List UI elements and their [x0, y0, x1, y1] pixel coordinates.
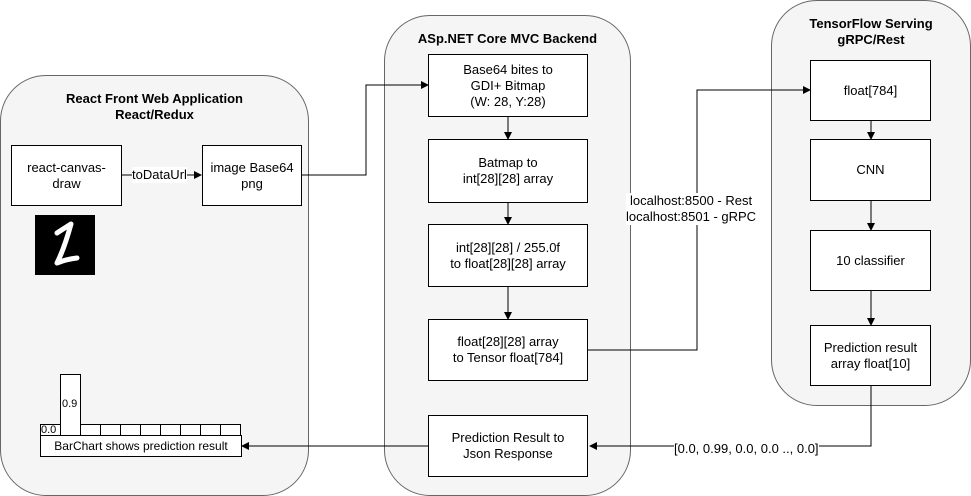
react-canvas-draw-box: react-canvas- draw: [11, 145, 122, 206]
endpoints-label: localhost:8500 - Rest localhost:8501 - g…: [626, 193, 757, 225]
todataurl-label: toDataUrl: [132, 167, 187, 183]
image-base64-box: image Base64 png: [202, 145, 302, 206]
handwritten-one-icon: [54, 221, 80, 266]
bar-short-value: 0.0: [41, 424, 57, 436]
classifier-box: 10 classifier: [810, 230, 931, 291]
float784-input-box: float[784]: [810, 60, 931, 121]
bar-tall-value: 0.9: [62, 398, 78, 410]
aspnet-backend-title: ASp.NET Core MVC Backend: [417, 31, 598, 46]
tensor-conversion-box: float[28][28] array to Tensor float[784]: [428, 319, 588, 381]
barchart-caption-box: BarChart shows prediction result: [40, 435, 242, 457]
json-response-box: Prediction Result to Json Response: [428, 415, 588, 477]
result-array-label: [0.0, 0.99, 0.0, 0.0 .., 0.0]: [674, 441, 819, 457]
bitmap-conversion-box: Base64 bites to GDI+ Bitmap (W: 28, Y:28…: [428, 54, 588, 117]
cnn-box: CNN: [810, 139, 931, 201]
normalize-array-box: int[28][28] / 255.0f to float[28][28] ar…: [428, 224, 588, 287]
tensorflow-serving-title: TensorFlow Serving gRPC/Rest: [809, 16, 933, 47]
digit-one-image: [35, 215, 95, 275]
prediction-result-box: Prediction result array float[10]: [810, 325, 931, 386]
react-frontend-title: React Front Web Application React/Redux: [66, 91, 243, 122]
batmap-array-box: Batmap to int[28][28] array: [428, 139, 588, 203]
